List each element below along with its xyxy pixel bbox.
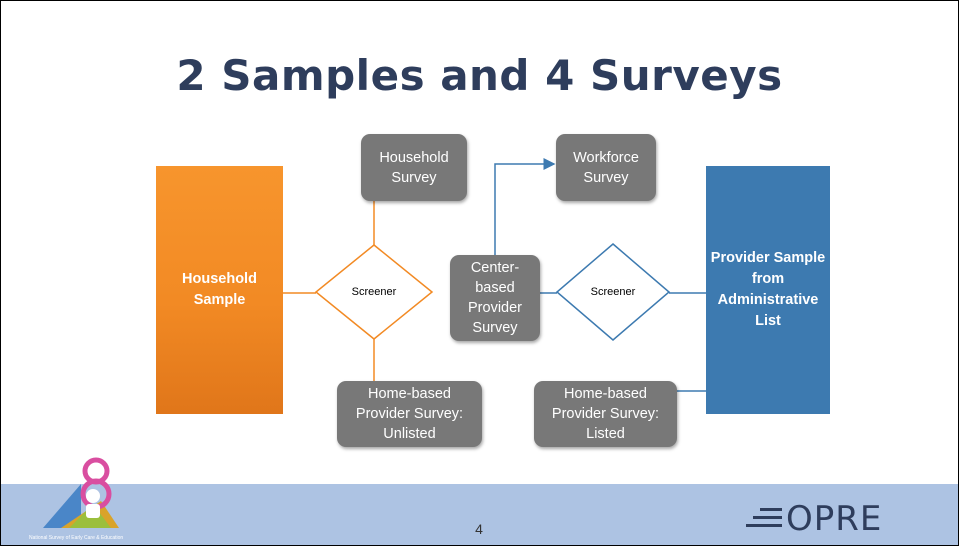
connector-center-to-workforce [494, 158, 556, 255]
provider-sample-box: Provider Sample from Administrative List [706, 166, 830, 414]
footer-band [1, 484, 958, 545]
screener-label-left: Screener [351, 286, 397, 298]
center-based-survey-box: Center-based Provider Survey [450, 255, 540, 341]
footer-caption: National Survey of Early Care & Educatio… [29, 535, 124, 541]
screener-diamond-left [314, 244, 434, 340]
page-number: 4 [475, 521, 483, 537]
screener-label-right: Screener [590, 286, 636, 298]
slide-title: 2 Samples and 4 Surveys [176, 51, 783, 100]
opre-lines-icon [746, 508, 782, 527]
home-based-unlisted-box: Home-based Provider Survey: Unlisted [337, 381, 482, 447]
screener-diamond-right [555, 243, 671, 341]
workforce-survey-box: Workforce Survey [556, 134, 656, 201]
household-sample-box: Household Sample [156, 166, 283, 414]
nsece-logo [43, 457, 119, 528]
household-survey-box: Household Survey [361, 134, 467, 201]
opre-logo-text: OPRE [786, 499, 883, 539]
home-based-listed-box: Home-based Provider Survey: Listed [534, 381, 677, 447]
